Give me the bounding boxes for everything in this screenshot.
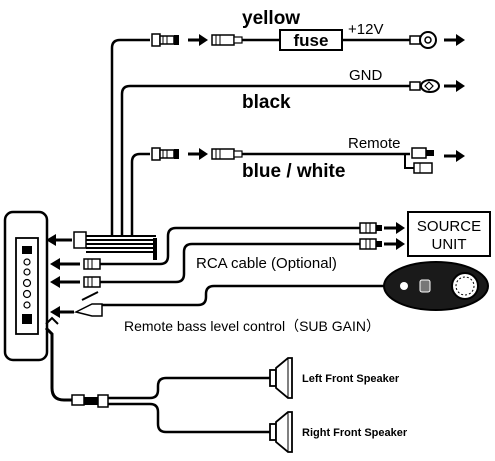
source-unit-line1: SOURCE bbox=[417, 218, 481, 235]
black-wire bbox=[120, 79, 465, 236]
right-front-speaker-label: Right Front Speaker bbox=[302, 427, 408, 439]
amplifier-unit bbox=[3, 210, 49, 362]
blue-white-wire-label: blue / white bbox=[242, 161, 345, 182]
voltage-label: +12V bbox=[348, 21, 383, 38]
source-unit-line2: UNIT bbox=[432, 236, 467, 253]
rca-cables bbox=[50, 222, 405, 288]
fuse-label: fuse bbox=[294, 31, 329, 50]
rca-cable-label: RCA cable (Optional) bbox=[196, 255, 337, 272]
wire-harness bbox=[46, 231, 157, 260]
black-wire-label: black bbox=[242, 92, 291, 113]
yellow-wire-label: yellow bbox=[242, 8, 300, 29]
remote-bass-control-label: Remote bass level control（SUB GAIN） bbox=[124, 318, 380, 334]
right-front-speaker-icon bbox=[269, 411, 293, 453]
left-front-speaker-icon bbox=[269, 357, 293, 399]
blue-white-wire bbox=[130, 147, 465, 236]
remote-bass-control-cable bbox=[50, 261, 489, 318]
left-front-speaker-label: Left Front Speaker bbox=[302, 373, 400, 385]
gnd-label: GND bbox=[349, 67, 383, 84]
remote-label: Remote bbox=[348, 135, 401, 152]
source-unit-box bbox=[407, 211, 491, 257]
yellow-wire bbox=[110, 29, 465, 236]
speaker-wiring bbox=[44, 316, 270, 434]
